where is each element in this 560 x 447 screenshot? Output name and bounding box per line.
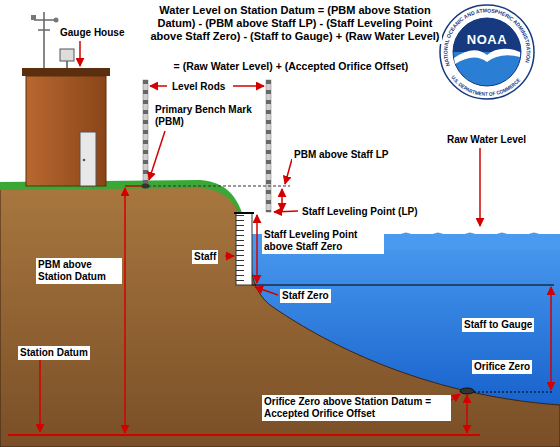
ground [0, 186, 560, 447]
staff-marks [236, 215, 244, 284]
pbm-level-line [148, 186, 290, 187]
measure-label: Orifice Zero above Station Datum = Accep… [262, 395, 451, 421]
leader-line [225, 255, 234, 257]
level-rod [266, 80, 271, 212]
staff [236, 213, 252, 285]
gauge-house [26, 76, 106, 186]
orifice-level-line [474, 392, 554, 393]
measure-arrow [550, 287, 552, 390]
callout-label: Staff Leveling Point (LP) [300, 205, 420, 219]
roof [22, 68, 110, 76]
callout-label: Gauge House [58, 26, 126, 40]
level-rod [143, 80, 148, 186]
sensor-arm [38, 29, 50, 31]
measure-line [125, 185, 142, 187]
logo-ring-text: U.S. DEPARTMENT OF COMMERCE [450, 74, 521, 97]
leader-line [39, 360, 41, 432]
door [80, 132, 96, 186]
leader-line [149, 131, 165, 180]
measure-arrow [281, 189, 283, 211]
measure-label: Staff Leveling Point above Staff Zero [262, 228, 384, 254]
measure-label: Staff to Gauge [462, 318, 534, 332]
logo-ring [440, 5, 534, 99]
leader-line [450, 394, 460, 401]
leader-line [274, 211, 298, 212]
door-knob [83, 159, 86, 162]
leader-line [233, 85, 264, 87]
measure-label: Raw Water Level [445, 133, 528, 147]
leader-line [150, 85, 167, 87]
formula-text: = (Raw Water Level) + (Accepted Orifice … [172, 59, 411, 74]
antenna-panel [60, 49, 74, 61]
staff-leveling-point [234, 212, 254, 214]
logo-gull [454, 49, 520, 64]
logo-ring-text: NATIONAL OCEANIC AND ATMOSPHERIC ADMINIS… [442, 7, 531, 67]
leader-line [285, 159, 292, 184]
callout-label: Primary Bench Mark (PBM) [153, 103, 261, 129]
sensor [54, 18, 59, 23]
orifice [460, 388, 474, 394]
logo-ring-text: NATIONAL OCEANIC AND ATMOSPHERIC ADMINIS… [442, 7, 531, 67]
measure-arrow [256, 215, 258, 283]
grass [0, 180, 247, 235]
callout-label: Staff [192, 250, 218, 264]
antenna-post [66, 61, 68, 68]
rod-marks [266, 80, 271, 212]
measure-label: PBM above Station Datum [36, 258, 122, 284]
measure-arrow [466, 395, 468, 433]
logo-ring-text: U.S. DEPARTMENT OF COMMERCE [450, 74, 521, 97]
callout-label: Level Rods [170, 80, 227, 94]
formula-text: Water Level on Station Datum = (PBM abov… [148, 3, 442, 44]
station-datum-line [8, 434, 480, 436]
measure-arrow [124, 188, 126, 433]
leader-line [255, 287, 278, 295]
logo-text: NOAA [467, 33, 507, 47]
callout-label: Station Datum [18, 346, 90, 360]
callout-label: Staff Zero [280, 289, 331, 303]
sensor-arm [34, 19, 54, 21]
callout-label: Orifice Zero [472, 360, 532, 374]
measure-label: PBM above Staff LP [292, 148, 390, 162]
logo-sky [453, 18, 521, 52]
rod-marks [143, 80, 148, 186]
leader-line [79, 41, 81, 66]
leader-line [479, 148, 481, 226]
staff-zero-line [252, 285, 554, 286]
logo-disc [453, 18, 521, 86]
sensor [31, 15, 36, 20]
